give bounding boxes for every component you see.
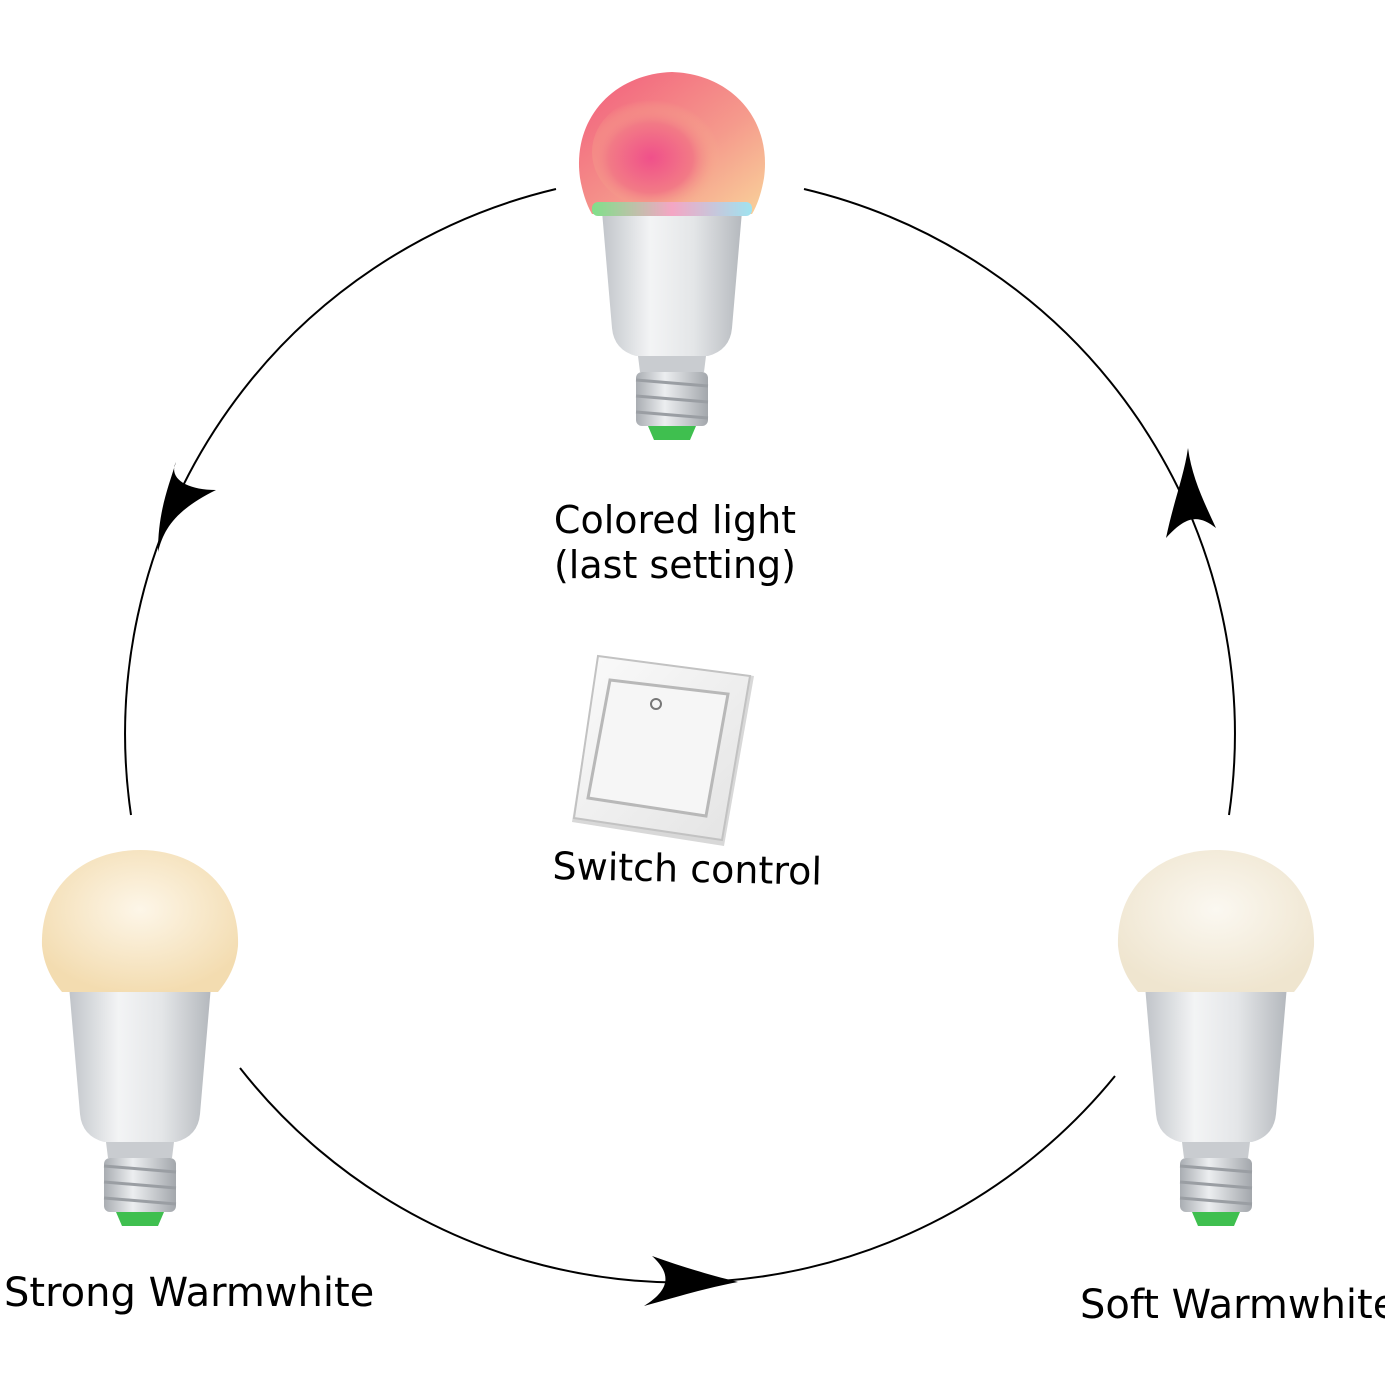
colored-light-subtitle: (last setting) <box>553 542 796 587</box>
arrow-left-down-icon <box>158 462 216 552</box>
soft-warmwhite-bulb-icon <box>1117 850 1315 1228</box>
colored-light-label: Colored light (last setting) <box>540 498 810 588</box>
strong-warmwhite-bulb-icon <box>41 850 239 1228</box>
arrow-bottom-right-icon <box>644 1256 738 1306</box>
switch-control-label: Switch control <box>552 844 823 894</box>
strong-warmwhite-label: Strong Warmwhite <box>4 1270 375 1316</box>
arc-bottom <box>239 1067 1116 1284</box>
arc-top-right <box>803 188 1236 816</box>
arrow-right-up-icon <box>1166 448 1216 538</box>
arc-top-left <box>124 188 557 816</box>
colored-light-title: Colored light <box>553 498 797 542</box>
wall-switch-icon <box>572 654 754 846</box>
colored-light-bulb-icon <box>578 72 766 442</box>
soft-warmwhite-label: Soft Warmwhite <box>1080 1282 1385 1328</box>
